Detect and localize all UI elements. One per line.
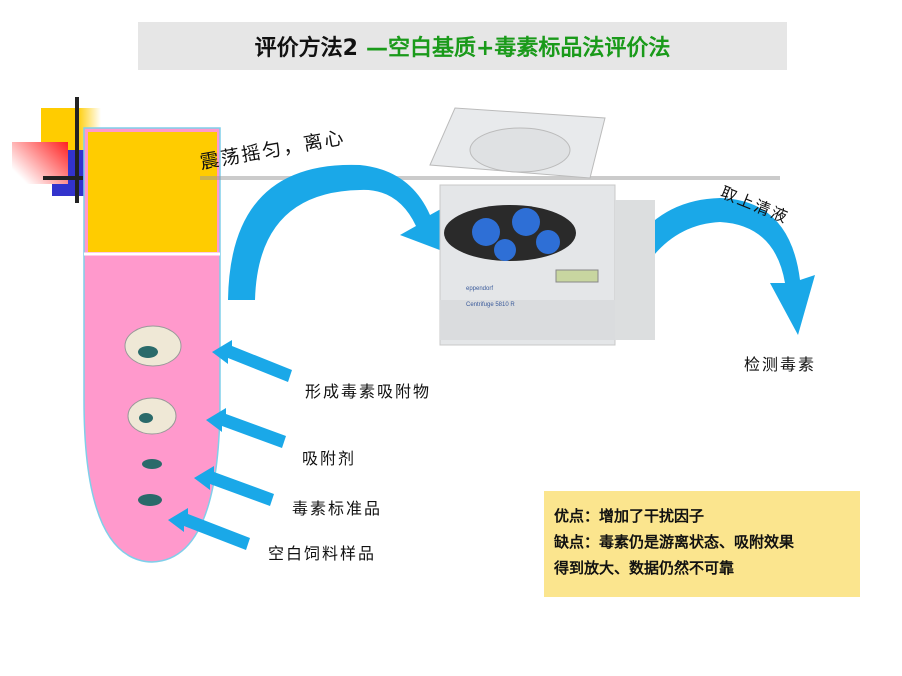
decor-line-v <box>75 97 79 203</box>
decor-line-h <box>43 176 83 180</box>
curved-arrow-icon <box>610 198 815 335</box>
centrifuge-model: Centrifuge 5810 R <box>466 302 515 308</box>
arrow-pointer-icon <box>212 340 292 382</box>
centrifuge-brand: eppendorf <box>466 286 493 292</box>
arrow-pointer-icon <box>206 408 286 448</box>
label-toxin-standard: 毒素标准品 <box>292 499 383 518</box>
pointer-arrows <box>168 340 292 550</box>
tube-yellow-layer <box>88 132 217 252</box>
arrow-pointer-icon <box>168 508 250 550</box>
adsorbent-complex-particle <box>124 325 182 367</box>
step-detect-toxin: 检测毒素 <box>744 355 817 374</box>
pros-text: 优点：增加了干扰因子 <box>554 507 705 525</box>
cons-text-line1: 缺点：毒素仍是游离状态、吸附效果 <box>554 533 795 551</box>
blank-sample-particle <box>138 494 162 506</box>
label-toxin-adsorbate: 形成毒素吸附物 <box>305 382 432 401</box>
toxin-standard-particle <box>142 459 162 469</box>
title-prefix: 评价方法2 <box>254 36 358 61</box>
arrow-pointer-icon <box>194 466 274 506</box>
label-adsorbent: 吸附剂 <box>302 449 357 468</box>
slide-title: 评价方法2 —空白基质+毒素标品法评价法 <box>138 22 787 70</box>
centrifuge-image <box>429 107 655 346</box>
label-blank-feed-sample: 空白饲料样品 <box>268 544 377 563</box>
curved-arrow-icon <box>228 164 448 300</box>
pros-cons-note: 优点：增加了干扰因子 缺点：毒素仍是游离状态、吸附效果 得到放大、数据仍然不可靠 <box>544 491 860 597</box>
cons-text-line2: 得到放大、数据仍然不可靠 <box>554 559 735 577</box>
title-main: —空白基质+毒素标品法评价法 <box>365 36 671 61</box>
